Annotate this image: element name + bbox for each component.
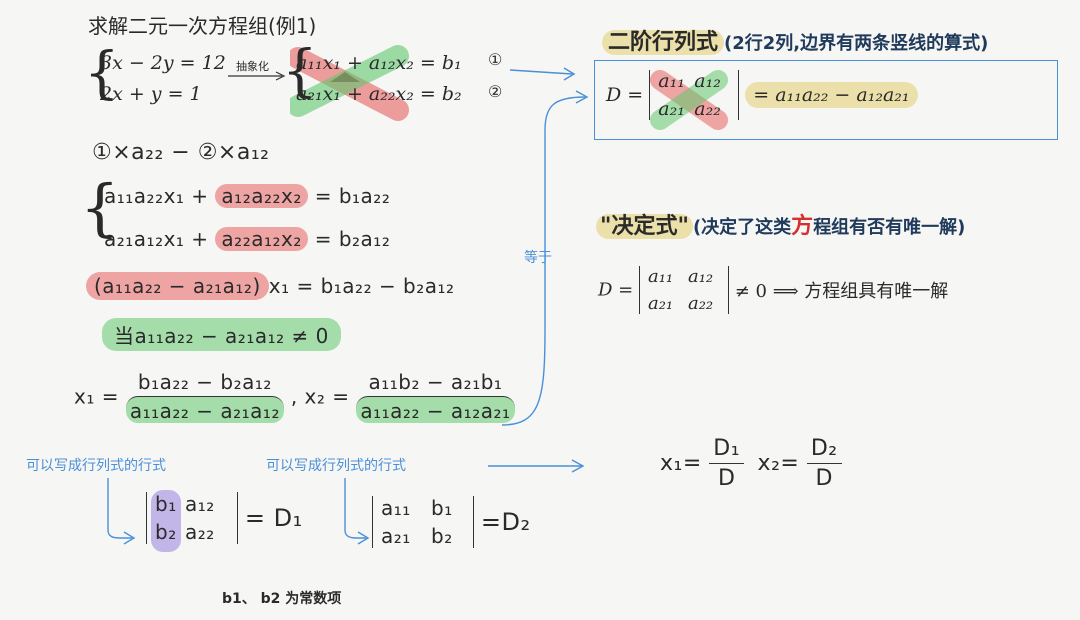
arrow-equals-curve <box>501 96 586 426</box>
solution-x1: x₁ = b₁a₂₂ − b₂a₁₂ a₁₁a₂₂ − a₂₁a₁₂ , x₂ … <box>74 370 515 423</box>
det-box <box>594 60 1058 140</box>
eq2: 2x + y = 1 <box>100 83 202 105</box>
final-solution: x₁= D₁ D x₂= D₂ D <box>660 436 842 491</box>
eq1: 3x − 2y = 12 <box>100 52 226 74</box>
abstract-label: 抽象化 <box>236 60 269 73</box>
general-system: a₁₁x₁ + a₁₂x₂ = b₁ a₂₁x₁ + a₂₂x₂ = b₂ <box>296 48 462 110</box>
step-line-3: (a₁₁a₂₂ − a₂₁a₁₂)x₁ = b₁a₂₂ − b₂a₁₂ <box>86 272 455 300</box>
original-system: 3x − 2y = 12 2x + y = 1 <box>100 48 226 110</box>
eq-number-2: ② <box>488 82 503 101</box>
step-line-2: a₂₁a₁₂x₁ + a₂₂a₁₂x₂ = b₂a₁₂ <box>104 227 391 251</box>
steps-brace: { <box>80 171 120 244</box>
det-cross <box>650 70 729 130</box>
arrow-to-d2 <box>344 478 366 539</box>
gen-brace: { <box>282 39 318 104</box>
left-title: 求解二元一次方程组(例1) <box>88 14 317 38</box>
cross-highlights <box>290 45 409 121</box>
step-operation: ①×a₂₂ − ②×a₁₂ <box>92 140 270 165</box>
eq-number-1: ① <box>488 50 503 69</box>
gen-eq1: a₁₁x₁ + a₁₂x₂ = b₁ <box>296 52 462 74</box>
arrow-to-d1 <box>107 478 132 539</box>
note-equals: 等于 <box>524 250 552 266</box>
heading-decisive: "决定式"(决定了这类方程组有否有唯一解) <box>596 208 965 240</box>
note-can-write-2: 可以写成行列式的行式 <box>266 458 406 474</box>
bottom-note: b1、 b2 为常数项 <box>222 591 342 607</box>
gen-eq2: a₂₁x₁ + a₂₂x₂ = b₂ <box>296 83 462 105</box>
system-brace: { <box>84 41 120 106</box>
step-line-1: a₁₁a₂₂x₁ + a₁₂a₂₂x₂ = b₁a₂₂ <box>104 184 391 208</box>
arrow-system-to-det <box>509 69 573 75</box>
step-line-4: 当a₁₁a₂₂ − a₂₁a₁₂ ≠ 0 <box>102 318 341 351</box>
note-can-write-1: 可以写成行列式的行式 <box>26 458 166 474</box>
heading-determinant: 二阶行列式(2行2列,边界有两条竖线的算式) <box>602 24 988 56</box>
